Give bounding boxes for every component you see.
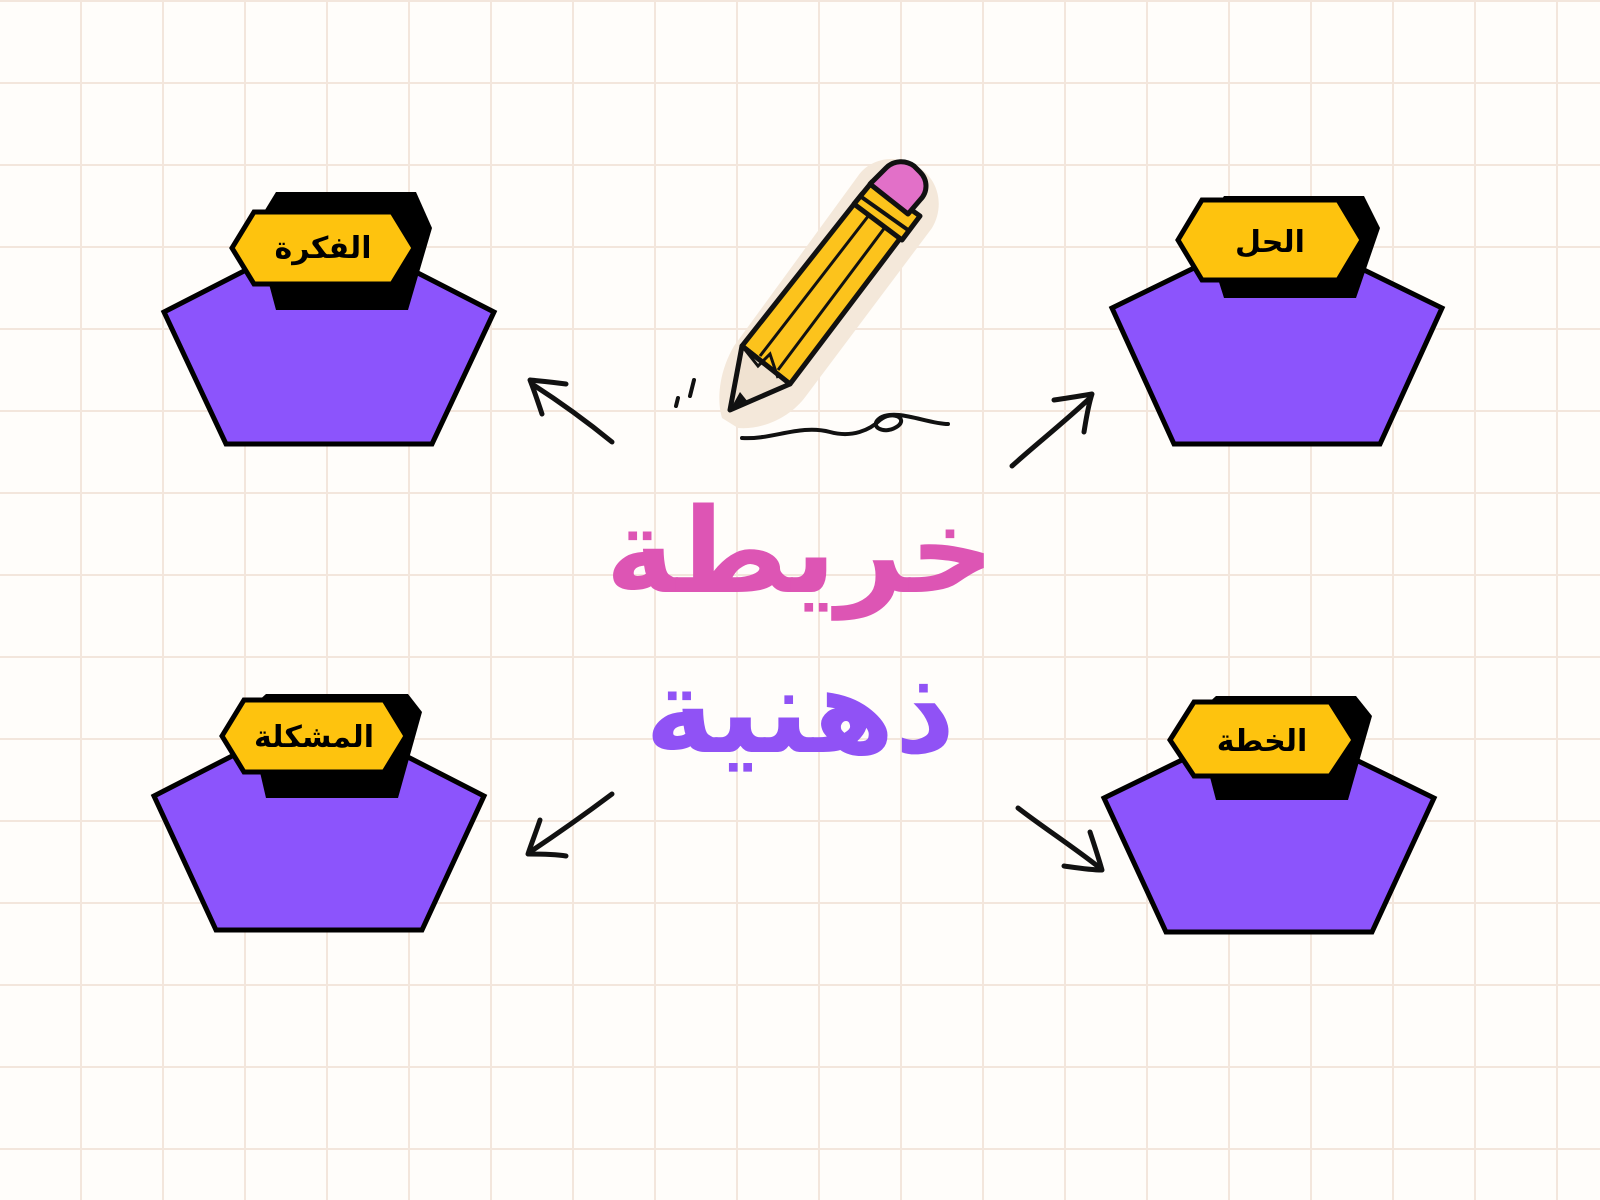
node-plan-label-badge	[1167, 699, 1357, 779]
node-plan[interactable]: الخطة	[1100, 696, 1438, 935]
node-problem-label: المشكلة	[254, 720, 374, 755]
title-line-2: ذهنية	[644, 642, 956, 780]
arrow-to-idea	[527, 377, 615, 445]
arrow-to-plan	[1015, 805, 1105, 873]
node-idea-label-badge	[229, 209, 417, 287]
pencil-icon	[674, 158, 950, 441]
arrow-to-solution	[1009, 391, 1095, 469]
node-idea-label: الفكرة	[275, 231, 372, 266]
node-problem-label-badge	[219, 697, 409, 775]
node-problem[interactable]: المشكلة	[150, 694, 488, 933]
node-plan-label: الخطة	[1217, 724, 1308, 759]
arrow-icon	[525, 377, 1105, 873]
node-solution[interactable]: الحل	[1108, 196, 1446, 447]
node-solution-label: الحل	[1235, 225, 1305, 260]
title-line-1: خريطة	[605, 482, 995, 620]
node-solution-label-badge	[1175, 197, 1365, 283]
arrow-to-problem	[525, 791, 615, 859]
node-idea[interactable]: الفكرة	[160, 192, 498, 447]
